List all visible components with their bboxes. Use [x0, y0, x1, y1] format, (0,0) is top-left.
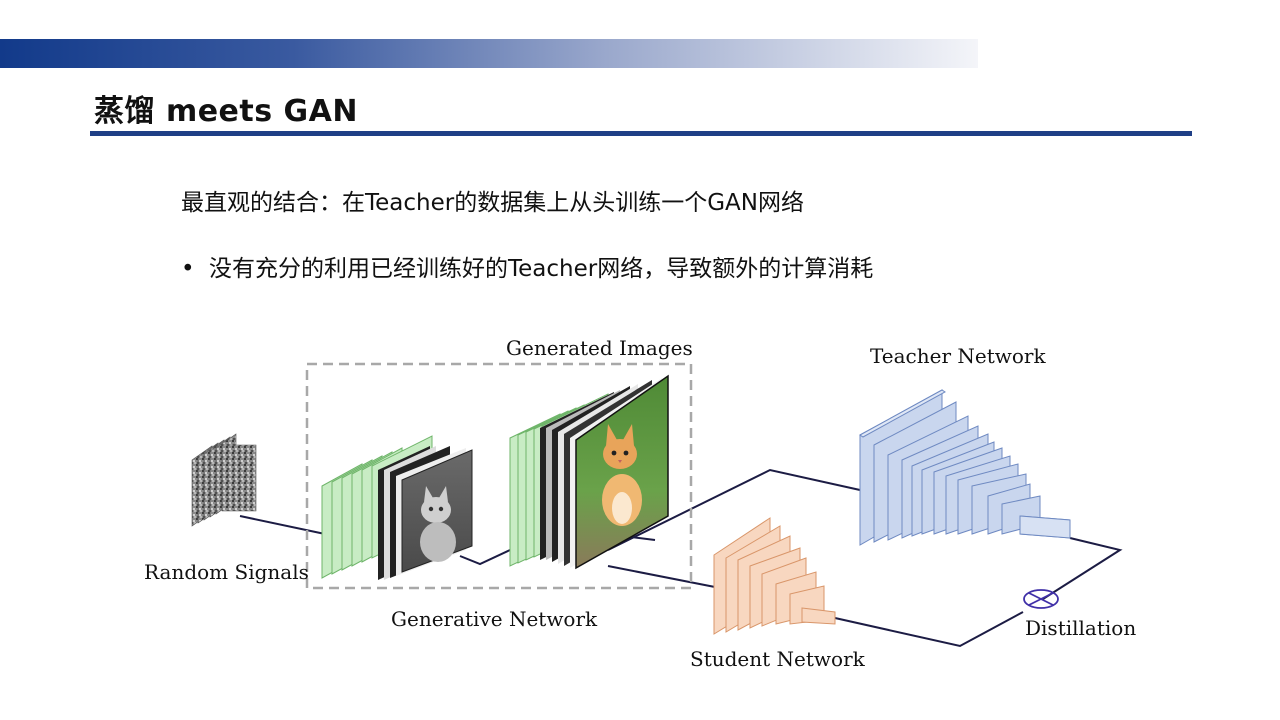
line-student-to-distill	[834, 611, 1024, 648]
label-teacher-network: Teacher Network	[870, 344, 1046, 368]
line-to-teacher	[607, 468, 861, 551]
gan-distillation-diagram: Generated Images Teacher Network Random …	[144, 336, 1136, 671]
distillation-icon	[1023, 589, 1059, 609]
slide-title: 蒸馏 meets GAN	[94, 94, 358, 129]
top-gradient-bar	[0, 39, 978, 68]
intro-line: 最直观的结合：在Teacher的数据集上从头训练一个GAN网络	[181, 190, 804, 216]
orange-kitten-icon	[602, 424, 642, 526]
line-generator-to-images	[459, 549, 511, 566]
bullet-text: 没有充分的利用已经训练好的Teacher网络，导致额外的计算消耗	[209, 256, 874, 282]
title-underline	[90, 131, 1192, 136]
intermediate-image-frames	[378, 446, 473, 580]
gray-kitten-icon	[420, 486, 456, 562]
random-signals-stack	[191, 433, 257, 527]
label-student-network: Student Network	[690, 647, 866, 671]
label-random-signals: Random Signals	[144, 560, 309, 584]
connection-lines	[239, 468, 1123, 648]
teacher-network-layers	[859, 389, 1071, 546]
generative-network-box	[305, 362, 693, 590]
label-generative-network: Generative Network	[391, 607, 598, 631]
student-network-layers	[713, 517, 836, 635]
label-distillation: Distillation	[1025, 616, 1136, 640]
generated-images-stack	[540, 374, 669, 570]
line-teacher-to-distill	[1042, 537, 1123, 600]
bullet-symbol: •	[181, 256, 195, 282]
line-noise-to-generator	[239, 515, 326, 535]
label-generated-images: Generated Images	[506, 336, 693, 360]
bullet-item: • 没有充分的利用已经训练好的Teacher网络，导致额外的计算消耗	[181, 249, 873, 283]
line-to-student	[607, 565, 721, 589]
